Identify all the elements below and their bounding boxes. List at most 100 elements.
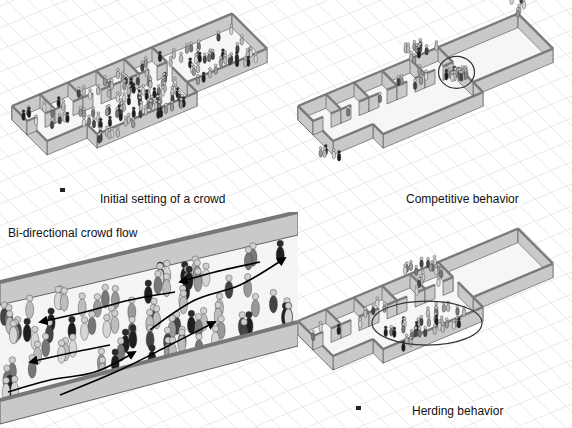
wall bbox=[12, 106, 47, 155]
person-figure bbox=[406, 43, 410, 54]
wall-top bbox=[359, 97, 369, 101]
person-figure bbox=[522, 0, 526, 9]
person-figure bbox=[101, 284, 109, 308]
wall bbox=[359, 97, 369, 115]
person-figure bbox=[384, 326, 388, 337]
grid-line bbox=[0, 184, 572, 424]
wall-top bbox=[298, 14, 518, 106]
person-figure bbox=[42, 101, 46, 112]
person-figure bbox=[92, 117, 96, 128]
wall bbox=[298, 321, 313, 350]
flow-arrow bbox=[40, 292, 175, 322]
person-figure bbox=[225, 275, 233, 299]
person-figure bbox=[98, 118, 102, 129]
person-figure bbox=[323, 147, 327, 158]
person-figure bbox=[154, 99, 158, 110]
person-figure bbox=[208, 68, 212, 79]
person-figure bbox=[207, 51, 211, 62]
person-figure bbox=[442, 302, 446, 313]
person-figure bbox=[383, 302, 387, 313]
person-figure bbox=[132, 83, 136, 94]
grid-line bbox=[0, 148, 572, 428]
person-figure bbox=[414, 265, 418, 276]
wall-top bbox=[172, 67, 187, 82]
person-figure bbox=[108, 128, 112, 139]
person-figure bbox=[224, 54, 228, 65]
person-figure bbox=[22, 110, 26, 121]
wall-top bbox=[12, 14, 232, 106]
person-figure bbox=[459, 71, 463, 82]
building-competitive bbox=[298, 0, 553, 161]
highlight-ellipse bbox=[439, 56, 475, 88]
wall bbox=[443, 277, 453, 295]
grid-line bbox=[0, 0, 572, 214]
wall bbox=[12, 14, 232, 120]
wall bbox=[387, 86, 397, 104]
grid-line bbox=[0, 0, 572, 170]
person-figure bbox=[251, 293, 259, 317]
person-figure bbox=[116, 68, 120, 79]
wall bbox=[313, 117, 323, 135]
person-figure bbox=[198, 52, 202, 63]
wall bbox=[341, 105, 351, 123]
grid-line bbox=[0, 404, 572, 428]
person-figure bbox=[132, 107, 136, 118]
wall bbox=[47, 124, 87, 155]
wall-top bbox=[313, 117, 323, 121]
person-figure bbox=[397, 75, 401, 86]
wall bbox=[27, 117, 37, 135]
person-figure bbox=[116, 92, 120, 103]
person-figure bbox=[415, 285, 419, 296]
wall-top bbox=[458, 282, 473, 297]
wall-top bbox=[341, 320, 351, 324]
wall-top bbox=[410, 274, 425, 289]
person-figure bbox=[154, 271, 162, 295]
wall-top bbox=[232, 14, 267, 49]
grid-line bbox=[0, 426, 572, 428]
wall-top bbox=[326, 94, 341, 109]
grid-line bbox=[0, 38, 572, 428]
person-figure bbox=[196, 63, 200, 74]
person-figure bbox=[169, 56, 173, 67]
person-figure bbox=[149, 99, 153, 110]
person-figure bbox=[244, 246, 252, 270]
person-figure bbox=[108, 116, 112, 127]
person-figure bbox=[97, 132, 101, 143]
panel-caption: Bi-directional crowd flow bbox=[6, 226, 139, 240]
panel-caption: Initial setting of a crowd bbox=[98, 192, 227, 206]
wall-top bbox=[518, 229, 553, 264]
person-figure bbox=[157, 108, 161, 119]
person-figure bbox=[197, 40, 201, 51]
person-figure bbox=[34, 115, 38, 126]
person-figure bbox=[240, 35, 244, 46]
wall-top bbox=[0, 322, 298, 400]
person-figure bbox=[437, 276, 441, 287]
person-figure bbox=[337, 151, 341, 162]
person-figure bbox=[128, 84, 132, 95]
wall-top bbox=[12, 106, 47, 141]
person-figure bbox=[82, 116, 86, 127]
wall bbox=[172, 67, 187, 96]
person-figure bbox=[414, 326, 418, 337]
person-figure bbox=[402, 323, 406, 334]
person-figure bbox=[372, 304, 376, 315]
person-figure bbox=[170, 101, 174, 112]
marker-square bbox=[356, 406, 361, 410]
person-figure bbox=[445, 318, 449, 329]
person-figure bbox=[119, 99, 123, 110]
person-figure bbox=[61, 100, 65, 111]
wall bbox=[425, 70, 435, 88]
flow-arrow bbox=[30, 345, 110, 362]
person-figure bbox=[136, 75, 140, 86]
person-figure bbox=[417, 48, 421, 59]
flow-arrow bbox=[180, 262, 260, 282]
wall-top bbox=[373, 339, 383, 349]
wall-top bbox=[152, 47, 167, 62]
wall bbox=[341, 320, 351, 338]
